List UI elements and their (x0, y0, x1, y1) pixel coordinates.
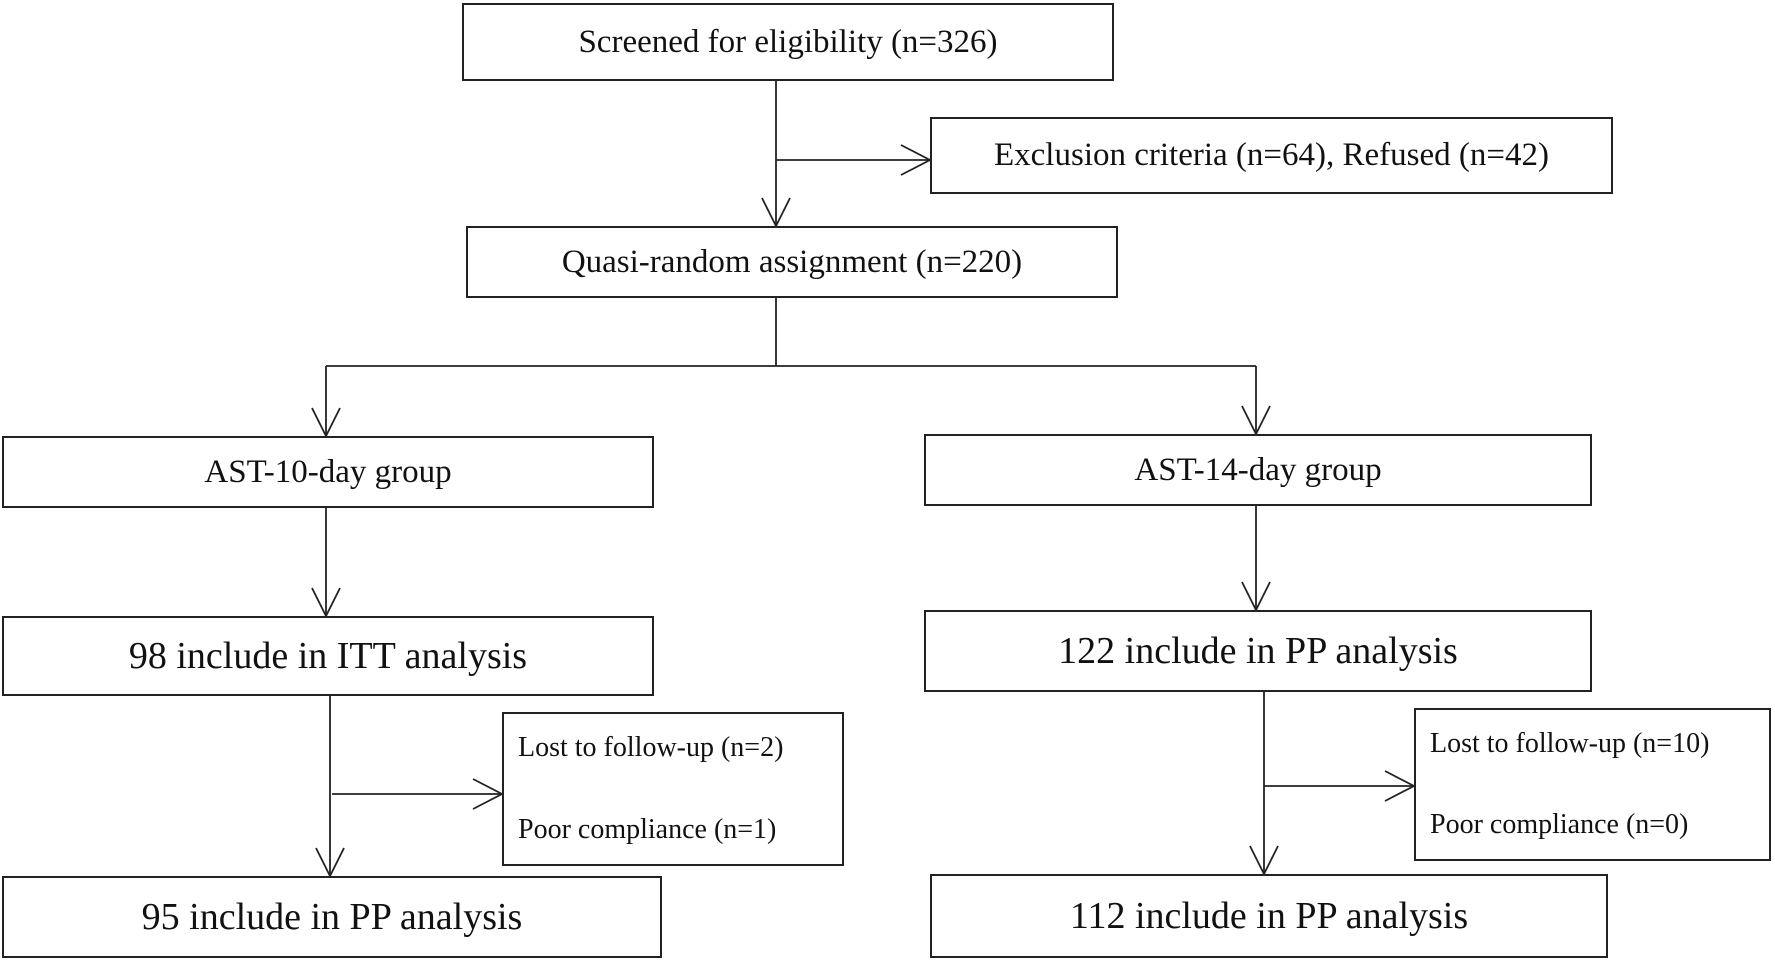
exclusion-box: Exclusion criteria (n=64), Refused (n=42… (930, 117, 1613, 194)
left-pp-box: 95 include in PP analysis (2, 876, 662, 958)
exclusion-label: Exclusion criteria (n=64), Refused (n=42… (994, 137, 1549, 173)
left-itt-label: 98 include in ITT analysis (128, 635, 528, 677)
assignment-label: Quasi-random assignment (n=220) (561, 243, 1023, 280)
left-itt-box: 98 include in ITT analysis (2, 616, 654, 696)
right-poor-label: Poor compliance (n=0) (1430, 809, 1689, 840)
right-loss-box: Lost to follow-up (n=10) Poor compliance… (1414, 708, 1771, 861)
left-pp-label: 95 include in PP analysis (141, 896, 523, 938)
left-group-box: AST-10-day group (2, 436, 654, 508)
right-itt-label: 122 include in PP analysis (1058, 630, 1458, 672)
right-group-label: AST-14-day group (1134, 451, 1382, 488)
right-pp-box: 112 include in PP analysis (930, 874, 1608, 958)
right-itt-box: 122 include in PP analysis (924, 610, 1592, 692)
screened-label: Screened for eligibility (n=326) (578, 23, 998, 60)
screened-box: Screened for eligibility (n=326) (462, 3, 1114, 81)
right-group-box: AST-14-day group (924, 434, 1592, 506)
assignment-box: Quasi-random assignment (n=220) (466, 226, 1118, 298)
left-lost-label: Lost to follow-up (n=2) (518, 732, 784, 763)
left-group-label: AST-10-day group (204, 453, 452, 490)
right-pp-label: 112 include in PP analysis (1069, 895, 1469, 937)
left-poor-label: Poor compliance (n=1) (518, 814, 777, 845)
left-loss-box: Lost to follow-up (n=2) Poor compliance … (502, 712, 844, 866)
right-lost-label: Lost to follow-up (n=10) (1430, 728, 1710, 759)
